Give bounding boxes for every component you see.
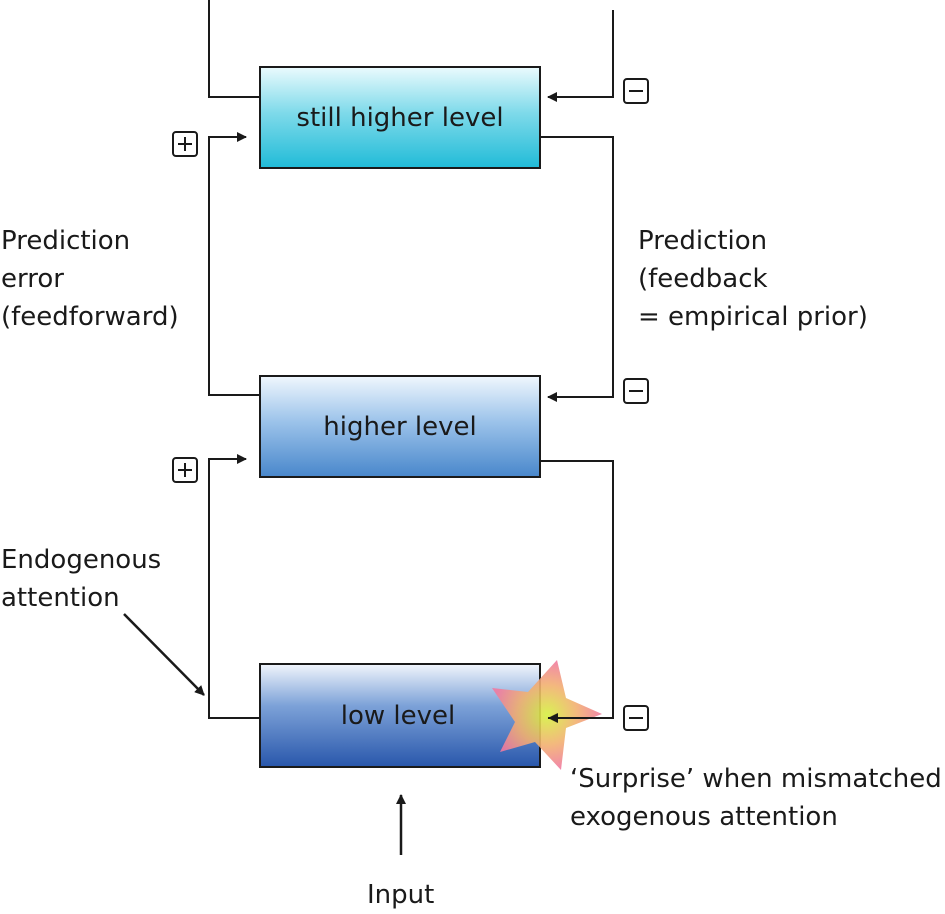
feedforward-line-top-out <box>208 0 260 98</box>
plus-sign-icon-middle <box>172 457 198 483</box>
low-level-box: low level <box>259 663 541 768</box>
minus-sign-icon-top <box>623 78 649 104</box>
still-higher-level-label: still higher level <box>296 102 504 133</box>
feedback-line-top-in <box>547 10 614 102</box>
higher-level-box: higher level <box>259 375 541 478</box>
input-label: Input <box>367 880 435 910</box>
prediction-feedback-label: Prediction (feedback = empirical prior) <box>638 226 868 332</box>
feedback-line-middle-to-bottom <box>540 460 614 723</box>
still-higher-level-box: still higher level <box>259 66 541 169</box>
endogenous-attention-label: Endogenous attention <box>1 545 162 613</box>
plus-sign-icon-top <box>172 131 198 157</box>
low-level-label: low level <box>340 700 456 731</box>
feedforward-line-bottom-to-middle <box>208 454 260 719</box>
higher-level-label: higher level <box>323 411 477 442</box>
feedforward-line-middle-to-top <box>208 132 260 396</box>
feedback-line-top-to-middle <box>540 136 614 402</box>
minus-sign-icon-middle <box>623 378 649 404</box>
minus-sign-icon-bottom <box>623 705 649 731</box>
surprise-label: ‘Surprise’ when mismatched exogenous att… <box>570 764 942 832</box>
endogenous-attention-arrow <box>123 613 205 696</box>
prediction-error-label: Prediction error (feedforward) <box>1 226 179 332</box>
